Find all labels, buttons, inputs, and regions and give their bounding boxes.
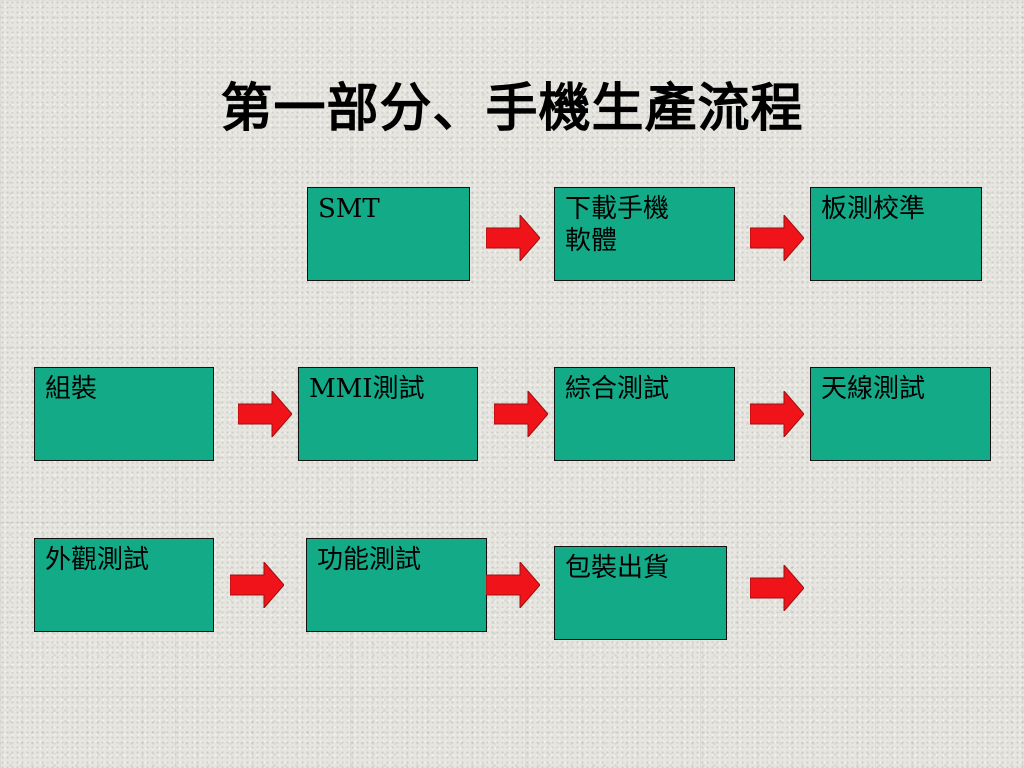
step-appearance-test: 外觀測試 — [34, 538, 214, 632]
step-smt: SMT — [307, 187, 470, 281]
flow-arrow-icon — [750, 391, 804, 437]
flow-arrow-icon — [750, 215, 804, 261]
step-comprehensive-test: 綜合測試 — [554, 367, 735, 461]
step-assembly: 組裝 — [34, 367, 214, 461]
step-packing-shipment: 包裝出貨 — [554, 546, 727, 640]
flow-arrow-icon — [238, 391, 292, 437]
slide-title: 第一部分、手機生產流程 — [220, 79, 804, 139]
flow-arrow-icon — [230, 562, 284, 608]
flow-arrow-icon — [486, 215, 540, 261]
step-download-software: 下載手機軟體 — [554, 187, 735, 281]
step-antenna-test: 天線測試 — [810, 367, 991, 461]
step-function-test: 功能測試 — [306, 538, 487, 632]
flow-arrow-icon — [750, 565, 804, 611]
flow-arrow-icon — [494, 391, 548, 437]
step-board-calibration: 板測校準 — [810, 187, 982, 281]
step-mmi-test: MMI測試 — [298, 367, 478, 461]
flow-arrow-icon — [486, 562, 540, 608]
